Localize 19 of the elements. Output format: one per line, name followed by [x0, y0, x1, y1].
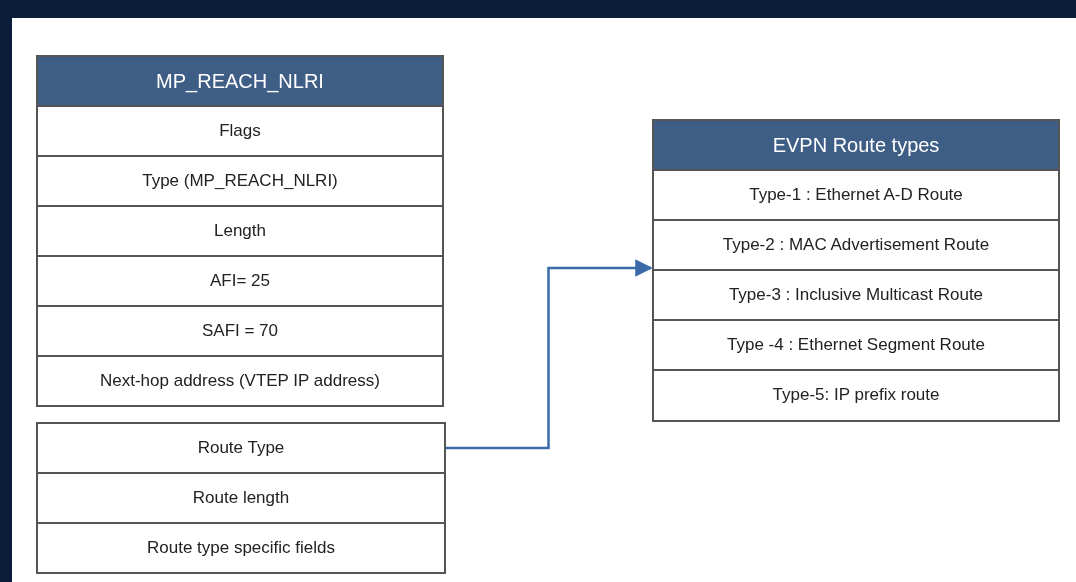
field-row: SAFI = 70	[38, 305, 442, 355]
table-frame	[652, 119, 1060, 422]
field-row: Type-1 : Ethernet A-D Route	[654, 169, 1058, 219]
table-header: EVPN Route types	[654, 121, 1058, 169]
field-row: Type-5: IP prefix route	[654, 369, 1058, 419]
field-row: Flags	[38, 105, 442, 155]
field-row: Route Type	[36, 422, 446, 474]
field-row: Type-3 : Inclusive Multicast Route	[654, 269, 1058, 319]
table-frame	[36, 55, 444, 407]
field-row: Type (MP_REACH_NLRI)	[38, 155, 442, 205]
field-row: AFI= 25	[38, 255, 442, 305]
field-row: Next-hop address (VTEP IP address)	[38, 355, 442, 405]
field-row: Route length	[36, 472, 446, 524]
field-row: Route type specific fields	[36, 522, 446, 574]
table-header: MP_REACH_NLRI	[38, 57, 442, 105]
field-row: Type -4 : Ethernet Segment Route	[654, 319, 1058, 369]
field-row: Length	[38, 205, 442, 255]
field-row: Type-2 : MAC Advertisement Route	[654, 219, 1058, 269]
arrow	[446, 259, 653, 450]
